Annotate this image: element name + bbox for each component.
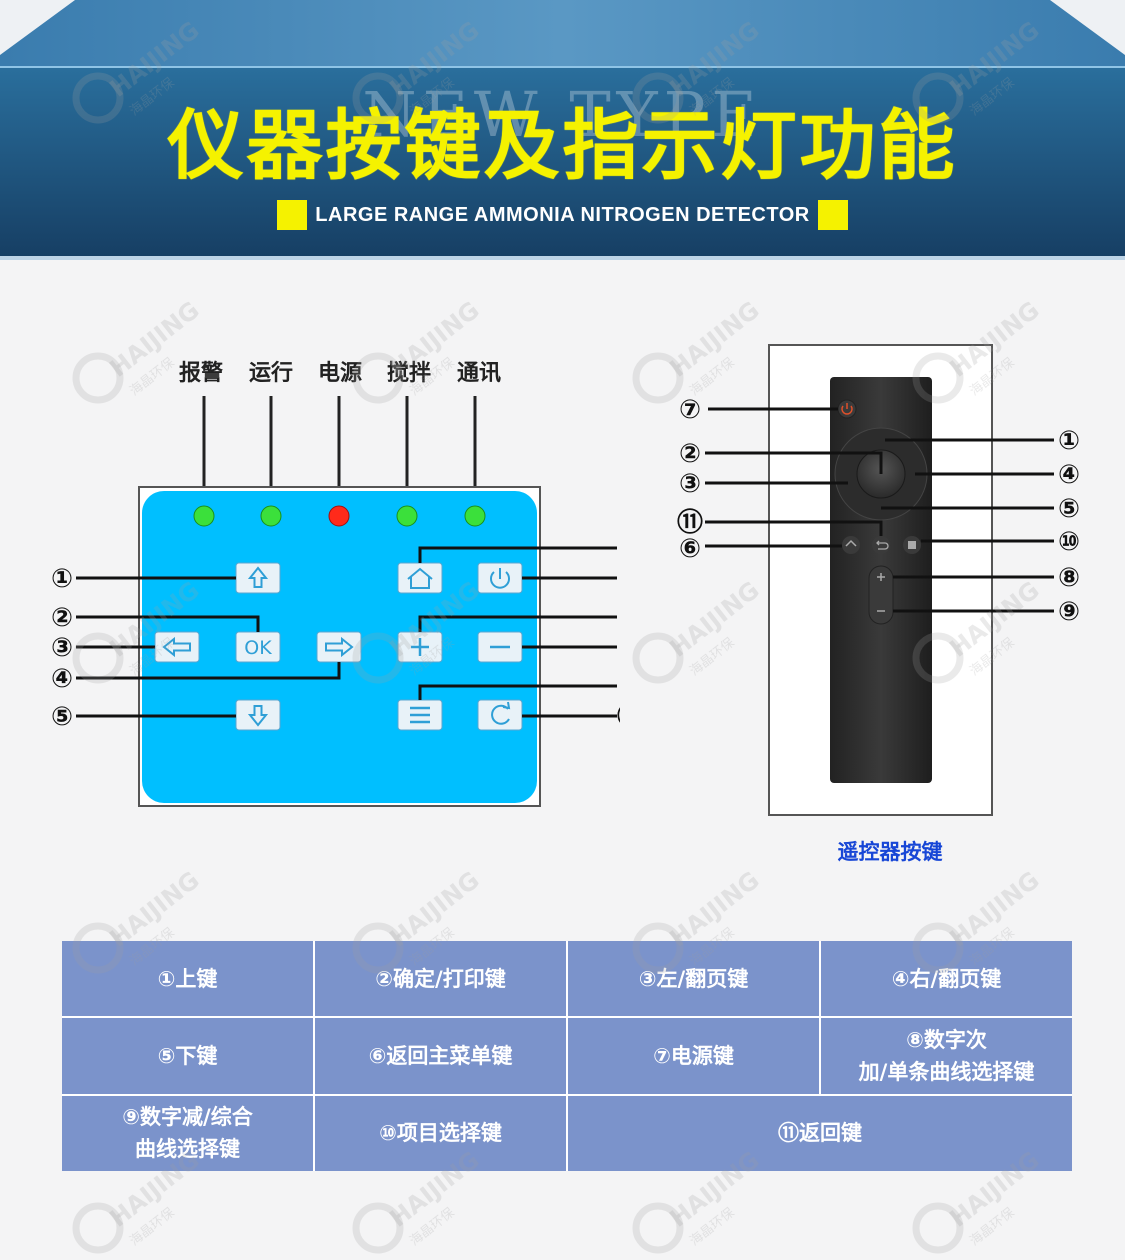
remote-diagram: ⑦ ② ③ ⑪ ⑥ ① ④ ⑤ ⑩ ⑧ ⑨ — [677, 344, 1080, 816]
remote-callout-11: ⑪ — [677, 507, 703, 538]
callout-3: ③ — [51, 633, 73, 663]
svg-text:海晶环保: 海晶环保 — [967, 1205, 1017, 1249]
remote-menu-button[interactable] — [903, 536, 921, 554]
indicator-label-comm: 通讯 — [457, 361, 501, 386]
ok-button-label: OK — [244, 637, 272, 659]
led-run — [260, 505, 282, 527]
home-icon — [407, 567, 433, 589]
header-background — [0, 0, 1125, 260]
remote-callout-3: ③ — [679, 469, 701, 499]
legend-cell-right: ④右/翻页键 — [821, 941, 1072, 1017]
led-alarm — [193, 505, 215, 527]
left-button[interactable] — [154, 631, 200, 663]
menu-button[interactable] — [397, 699, 443, 731]
indicator-label-power: 电源 — [318, 361, 362, 386]
callout-10: ⑩ — [619, 672, 620, 702]
indicator-label-stir: 搅拌 — [387, 360, 431, 386]
remote-back-button[interactable] — [872, 536, 890, 554]
legend-cell-power: ⑦电源键 — [568, 1018, 819, 1094]
refresh-icon — [491, 701, 511, 725]
legend-cell-minus: ⑨数字减/综合 曲线选择键 — [62, 1095, 313, 1171]
callout-1: ① — [51, 564, 73, 594]
back-arrow-icon — [876, 540, 889, 550]
callout-11: ⑪ — [617, 701, 620, 732]
yellow-square-icon — [277, 200, 308, 230]
back-button[interactable] — [477, 699, 523, 731]
remote-callout-leaders — [705, 407, 1054, 613]
legend-cell-menu: ⑩项目选择键 — [315, 1095, 566, 1171]
callout-4: ④ — [51, 664, 73, 694]
remote-power-button[interactable] — [837, 399, 857, 419]
arrow-left-icon — [162, 636, 191, 658]
legend-cell-down: ⑤下键 — [62, 1018, 313, 1094]
panel-diagram: 报警 运行 电源 搅拌 通讯 OK — [51, 360, 620, 807]
home-icon — [845, 539, 857, 547]
page-subtitle: LARGE RANGE AMMONIA NITROGEN DETECTOR — [315, 203, 810, 226]
led-stir — [396, 505, 418, 527]
remote-callout-9: ⑨ — [1058, 597, 1080, 627]
panel-callout-leaders — [76, 546, 617, 718]
menu-icon — [410, 706, 430, 724]
callout-5: ⑤ — [51, 702, 73, 732]
plus-icon — [411, 638, 429, 656]
legend-cell-left: ③左/翻页键 — [568, 941, 819, 1017]
legend-cell-up: ①上键 — [62, 941, 313, 1017]
remote-callout-8: ⑧ — [1058, 563, 1080, 593]
page-title: 仪器按键及指示灯功能 — [167, 101, 958, 190]
arrow-up-icon — [247, 566, 269, 588]
down-button[interactable] — [235, 699, 281, 731]
remote-volume-rocker[interactable] — [868, 565, 894, 625]
arrow-down-icon — [247, 705, 269, 727]
legend-cell-plus: ⑧数字次 加/单条曲线选择键 — [821, 1018, 1072, 1094]
ghost-background-text: NEW TYPE — [362, 78, 763, 151]
remote-callout-10: ⑩ — [1058, 527, 1080, 557]
remote-callout-4: ④ — [1058, 460, 1080, 490]
indicator-label-alarm: 报警 — [179, 361, 223, 386]
legend-cell-ok: ②确定/打印键 — [315, 941, 566, 1017]
plus-icon — [877, 573, 885, 581]
home-button[interactable] — [397, 562, 443, 594]
legend-cell-home: ⑥返回主菜单键 — [315, 1018, 566, 1094]
power-icon — [490, 568, 510, 589]
plus-button[interactable] — [397, 631, 443, 663]
remote-caption: 遥控器按键 — [837, 840, 943, 864]
callout-6: ⑥ — [619, 534, 620, 564]
header-banner: NEW TYPE 仪器按键及指示灯功能 LARGE RANGE AMMONIA … — [0, 0, 1125, 260]
yellow-square-icon — [817, 200, 848, 230]
callout-9: ⑨ — [619, 633, 620, 663]
led-comm — [464, 505, 486, 527]
arrow-right-icon — [325, 636, 354, 658]
subtitle-row: LARGE RANGE AMMONIA NITROGEN DETECTOR — [0, 200, 1125, 230]
indicator-label-run: 运行 — [249, 360, 293, 386]
led-power — [328, 505, 350, 527]
callout-2: ② — [51, 603, 73, 633]
remote-callout-6: ⑥ — [679, 534, 701, 564]
svg-text:海晶环保: 海晶环保 — [407, 1205, 457, 1249]
svg-text:海晶环保: 海晶环保 — [127, 1205, 177, 1249]
remote-callout-7: ⑦ — [679, 395, 701, 425]
power-button[interactable] — [477, 562, 523, 594]
power-icon — [841, 403, 853, 415]
remote-callout-2: ② — [679, 439, 701, 469]
remote-home-button[interactable] — [842, 536, 860, 554]
callout-8: ⑧ — [619, 603, 620, 633]
svg-text:海晶环保: 海晶环保 — [687, 1205, 737, 1249]
callout-7: ⑦ — [619, 564, 620, 594]
remote-callout-5: ⑤ — [1058, 494, 1080, 524]
legend-cell-back: ⑪返回键 — [568, 1095, 1072, 1171]
menu-icon — [908, 541, 916, 549]
key-legend-table: ①上键 ②确定/打印键 ③左/翻页键 ④右/翻页键 ⑤下键 ⑥返回主菜单键 ⑦电… — [62, 941, 1072, 1171]
remote-callout-1: ① — [1058, 426, 1080, 456]
